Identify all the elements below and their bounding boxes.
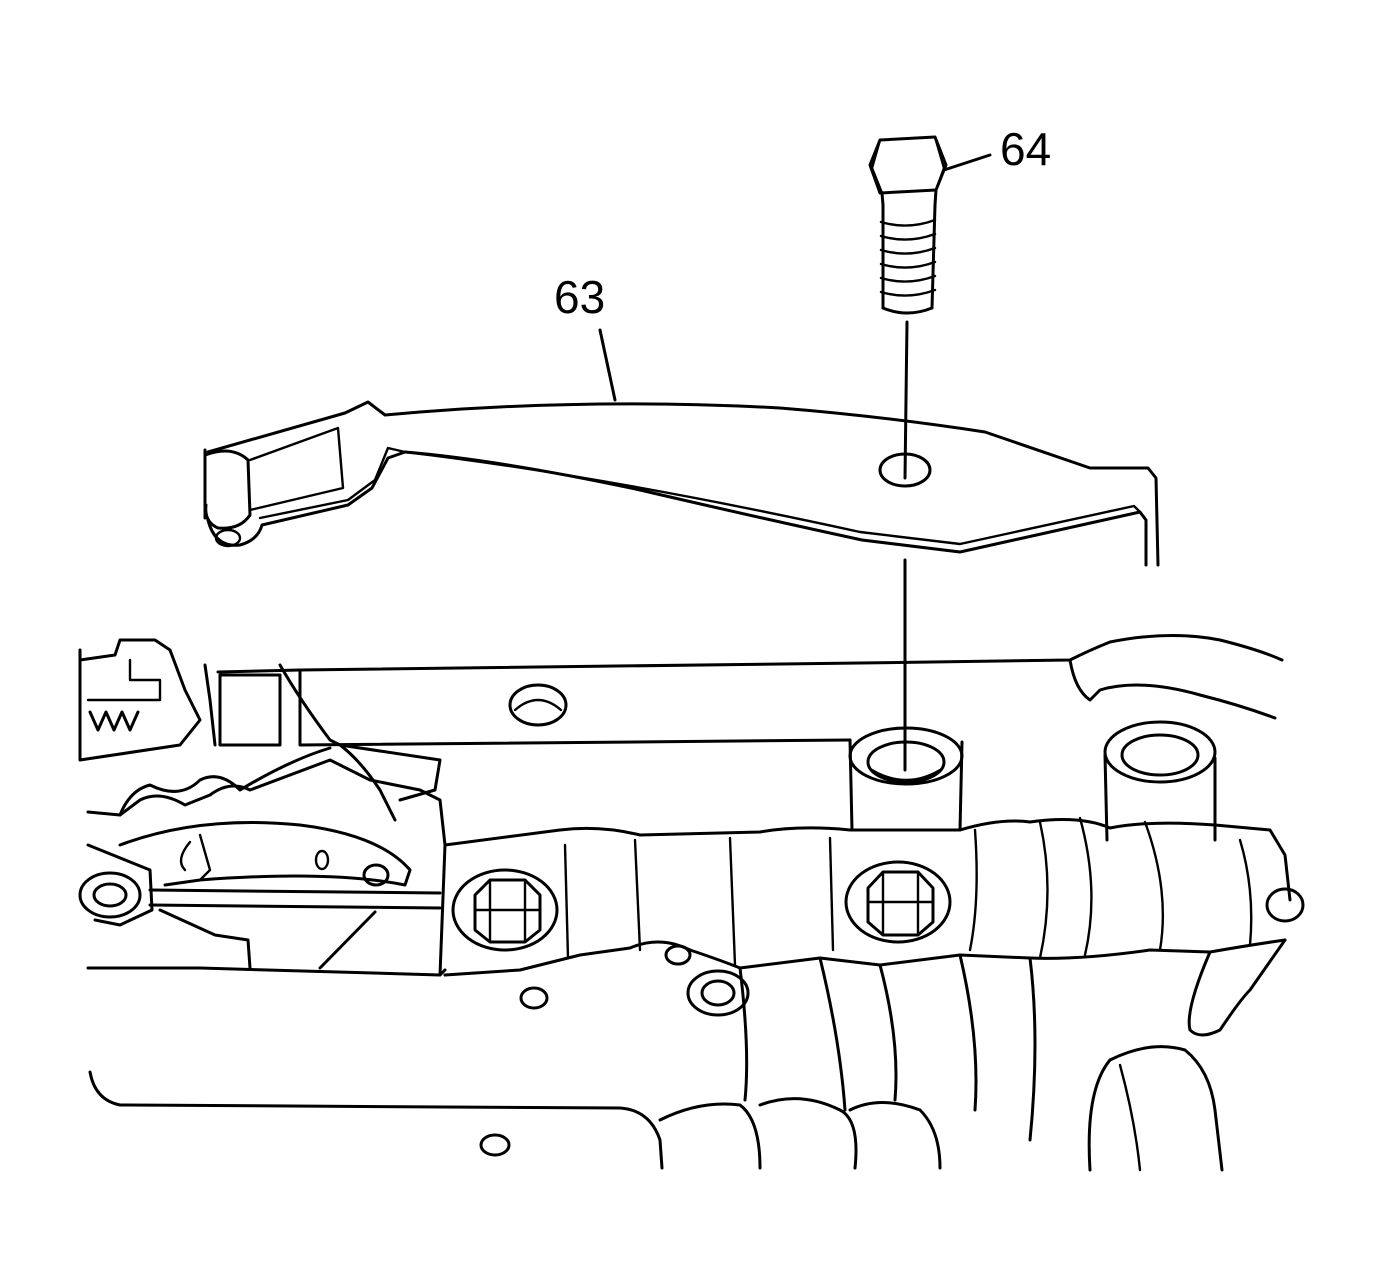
lower-right-contour xyxy=(1028,938,1287,1142)
lower-right-lobe xyxy=(1087,1045,1224,1172)
casting-upper-contour xyxy=(443,818,1292,902)
left-rail xyxy=(148,888,442,910)
valve-body-plate xyxy=(298,668,852,747)
installed-bolt-left xyxy=(451,868,559,952)
drum-hole xyxy=(362,863,390,887)
lever-slot xyxy=(248,426,345,512)
casting-lower-contour xyxy=(443,938,1287,977)
lower-right-lobe-line xyxy=(1118,1063,1142,1172)
left-hole-inner xyxy=(92,882,128,908)
connector-body xyxy=(78,638,202,762)
callout-64-label: 64 xyxy=(1000,123,1051,175)
callout-63-label: 63 xyxy=(554,271,605,323)
small-hole-1 xyxy=(664,944,692,966)
left-wavy-inner xyxy=(118,746,332,817)
lever-flange-edge xyxy=(258,446,1142,546)
lever-hinge-eye xyxy=(203,449,252,530)
lever-hinge-pin xyxy=(214,528,242,548)
drum-segment xyxy=(118,821,412,887)
installed-bolt-center xyxy=(844,860,952,944)
target-boss-bore xyxy=(866,740,946,784)
small-hole-3 xyxy=(479,1133,511,1157)
casting-left-edge xyxy=(438,843,447,977)
callout-64-leader xyxy=(942,153,992,172)
drum-slot xyxy=(314,849,330,871)
connector-pins xyxy=(88,710,140,732)
bottom-lobes xyxy=(658,1097,942,1170)
case-bottom-edge xyxy=(88,1070,664,1170)
bolt-shank xyxy=(880,188,938,310)
right-boss-top xyxy=(1103,720,1217,784)
target-boss-bore-inner xyxy=(870,768,942,782)
plate-hole-inner xyxy=(513,698,563,712)
left-hole-outer xyxy=(78,871,142,919)
bolt-threads xyxy=(879,218,937,297)
callout-63-leader xyxy=(598,328,617,402)
bolt-64: 64 xyxy=(868,123,1051,480)
right-boss-bore xyxy=(1120,733,1200,777)
link-rod xyxy=(278,663,397,822)
bolt-alignment-line-upper xyxy=(903,320,909,480)
lever-mounting-hole xyxy=(878,452,932,488)
left-diagonal xyxy=(318,910,377,970)
lever-63: 63 xyxy=(203,271,1160,772)
right-edge-hole xyxy=(1265,887,1305,923)
casting-ribs xyxy=(563,816,1253,967)
left-wavy-edge xyxy=(86,758,447,847)
link-block xyxy=(218,673,282,747)
washer-outer xyxy=(686,969,750,1017)
washer-inner xyxy=(700,979,736,1007)
lower-ribs xyxy=(738,953,978,1112)
valve-body-assembly xyxy=(78,633,1305,1172)
lever-outline-bottom xyxy=(206,450,1148,567)
bolt-head-facets xyxy=(870,135,946,195)
plate-hole xyxy=(508,683,568,727)
valve-body-top-edge xyxy=(216,633,1284,674)
bolt-head xyxy=(868,135,948,195)
link-plate xyxy=(338,743,442,802)
left-plate-edge xyxy=(86,966,442,977)
connector-detail xyxy=(86,658,162,702)
small-hole-2 xyxy=(519,986,549,1010)
left-bracket xyxy=(158,908,252,970)
drum-segment-detail xyxy=(179,833,212,882)
bolt-tip xyxy=(881,306,934,315)
target-boss-top xyxy=(848,726,964,786)
left-arm xyxy=(86,843,154,927)
rear-boss-shoulder xyxy=(1068,658,1277,720)
connector-clip xyxy=(203,663,217,747)
